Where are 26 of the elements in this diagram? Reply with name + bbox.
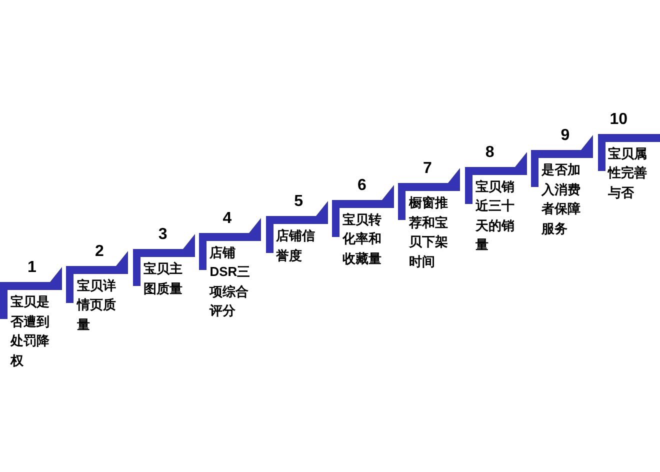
stair-step [398, 159, 460, 271]
step-number: 1 [28, 258, 36, 278]
step-number: 9 [560, 126, 570, 146]
stair-step [332, 176, 394, 268]
step-number: 6 [358, 176, 366, 196]
step-number: 10 [610, 110, 628, 130]
stair-step [132, 225, 195, 298]
stair-step [531, 126, 594, 238]
stair-step [0, 258, 62, 370]
step-label: 宝贝是否遭到处罚降权 [10, 293, 50, 370]
step-label: 店铺DSR三项综合评分 [210, 244, 252, 320]
step-label: 宝贝销近三十天的销量 [475, 178, 516, 254]
step-label: 宝贝主图质量 [143, 260, 184, 298]
stair-step [266, 192, 328, 265]
step-number: 3 [158, 225, 168, 245]
step-label: 橱窗推荐和宝贝下架时间 [408, 194, 449, 270]
step-number: 8 [485, 142, 494, 162]
step-label: 宝贝详情页质量 [76, 276, 117, 334]
step-number: 2 [94, 242, 104, 262]
step-label: 店铺信誉度 [276, 227, 316, 264]
step-label: 宝贝转化率和收藏量 [342, 210, 382, 268]
step-number: 4 [222, 208, 232, 228]
step-number: 7 [422, 159, 432, 179]
step-label: 是否加入消费者保障服务 [542, 161, 582, 238]
step-number: 5 [294, 192, 304, 212]
step-label: 宝贝属性完善与否 [608, 144, 648, 202]
